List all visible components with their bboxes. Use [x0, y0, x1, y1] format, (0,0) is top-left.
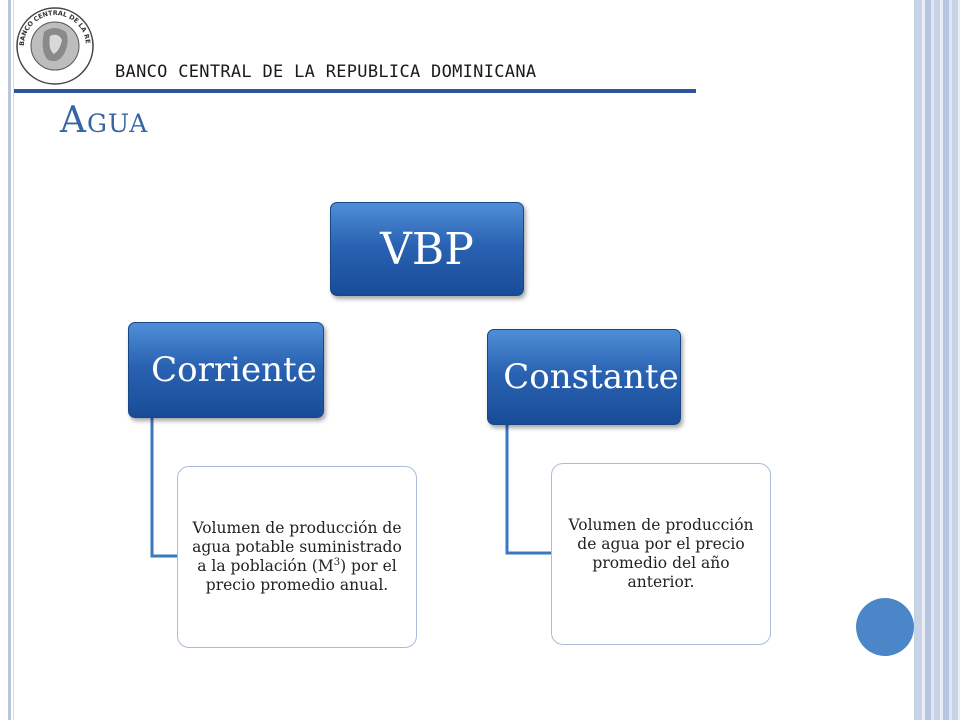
- diagram-root-node: VBP: [330, 202, 524, 296]
- right-frame-stripes: [916, 0, 960, 720]
- bank-seal-icon: BANCO CENTRAL DE LA REPUBLICA DOMINICANA: [14, 2, 94, 85]
- page-title: Agua: [60, 100, 149, 141]
- node-constante-label: Constante: [503, 357, 679, 397]
- left-frame-border: [8, 0, 11, 720]
- connector-constante: [505, 425, 552, 555]
- diagram-node-constante: Constante: [487, 329, 681, 425]
- description-constante-text: Volumen de producción de agua por el pre…: [568, 516, 754, 591]
- right-frame-line: [914, 0, 916, 720]
- node-corriente-label: Corriente: [151, 350, 317, 390]
- root-node-label: VBP: [380, 223, 474, 275]
- description-corriente-post: ) por el precio promedio anual.: [205, 557, 397, 594]
- description-constante: Volumen de producción de agua por el pre…: [551, 463, 771, 645]
- description-corriente-pre: Volumen de producción de agua potable su…: [192, 519, 402, 575]
- decorative-circle: [856, 598, 914, 656]
- connector-corriente: [150, 418, 178, 558]
- description-corriente-text: Volumen de producción de agua potable su…: [186, 519, 408, 595]
- diagram-node-corriente: Corriente: [128, 322, 324, 418]
- left-frame-inner-line: [13, 0, 14, 720]
- header-rule: [14, 89, 696, 93]
- institution-name: BANCO CENTRAL DE LA REPUBLICA DOMINICANA: [115, 62, 537, 82]
- description-corriente: Volumen de producción de agua potable su…: [177, 466, 417, 648]
- description-corriente-superscript: 3: [333, 556, 341, 568]
